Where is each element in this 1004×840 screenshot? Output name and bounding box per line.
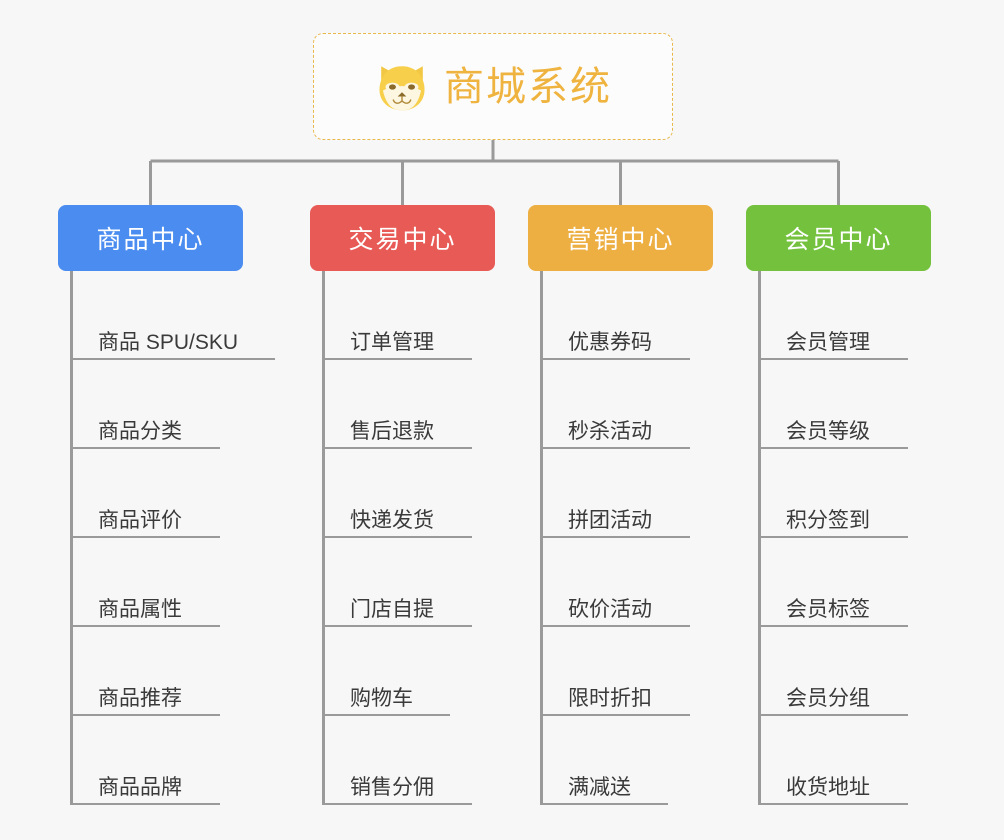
leaf-underline — [540, 803, 668, 805]
leaf-item-label: 拼团活动 — [568, 508, 652, 532]
leaf-underline — [322, 714, 450, 716]
leaf-underline — [322, 625, 472, 627]
leaf-item[interactable]: 售后退款 — [322, 360, 495, 449]
leaf-item-label: 商品品牌 — [98, 775, 182, 799]
leaf-underline — [70, 625, 220, 627]
leaf-underline — [540, 536, 690, 538]
leaf-item[interactable]: 购物车 — [322, 627, 495, 716]
leaf-item[interactable]: 会员标签 — [758, 538, 931, 627]
leaf-item[interactable]: 限时折扣 — [540, 627, 713, 716]
leaf-item-label: 积分签到 — [786, 508, 870, 532]
leaf-item[interactable]: 会员分组 — [758, 627, 931, 716]
leaf-item-label: 销售分佣 — [350, 775, 434, 799]
leaf-underline — [540, 714, 690, 716]
leaf-item-label: 会员标签 — [786, 597, 870, 621]
leaf-item-label: 秒杀活动 — [568, 419, 652, 443]
leaf-item[interactable]: 商品 SPU/SKU — [70, 271, 275, 360]
category-header-member-center[interactable]: 会员中心 — [746, 205, 931, 271]
leaf-item-label: 会员管理 — [786, 330, 870, 354]
leaf-list-trade-center: 订单管理售后退款快递发货门店自提购物车销售分佣 — [310, 271, 495, 805]
shiba-dog-emoji — [379, 65, 425, 110]
leaf-underline — [322, 803, 472, 805]
leaf-item-label: 会员等级 — [786, 419, 870, 443]
leaf-underline — [70, 536, 220, 538]
leaf-item[interactable]: 门店自提 — [322, 538, 495, 627]
leaf-item-label: 限时折扣 — [568, 686, 652, 710]
category-header-label: 商品中心 — [96, 226, 205, 254]
column-spine — [758, 271, 761, 805]
leaf-list-product-center: 商品 SPU/SKU 商品分类商品评价商品属性商品推荐商品品牌 — [58, 271, 275, 805]
leaf-list-marketing-center: 优惠券码秒杀活动拼团活动砍价活动限时折扣满减送 — [528, 271, 713, 805]
leaf-item[interactable]: 商品推荐 — [70, 627, 243, 716]
leaf-item-label: 会员分组 — [786, 686, 870, 710]
category-column-trade-center: 交易中心订单管理售后退款快递发货门店自提购物车销售分佣 — [310, 205, 495, 805]
category-header-label: 会员中心 — [784, 226, 893, 254]
category-column-marketing-center: 营销中心优惠券码秒杀活动拼团活动砍价活动限时折扣满减送 — [528, 205, 713, 805]
leaf-underline — [322, 358, 472, 360]
leaf-item[interactable]: 收货地址 — [758, 716, 931, 805]
leaf-underline — [70, 803, 220, 805]
leaf-item-label: 快递发货 — [350, 508, 434, 532]
leaf-item[interactable]: 积分签到 — [758, 449, 931, 538]
leaf-underline — [758, 358, 908, 360]
leaf-item[interactable]: 满减送 — [540, 716, 713, 805]
leaf-item-label: 商品分类 — [98, 419, 182, 443]
leaf-item[interactable]: 商品评价 — [70, 449, 243, 538]
leaf-item-label: 商品评价 — [98, 508, 182, 532]
category-header-label: 营销中心 — [566, 226, 675, 254]
category-column-product-center: 商品中心商品 SPU/SKU 商品分类商品评价商品属性商品推荐商品品牌 — [58, 205, 275, 805]
leaf-underline — [322, 447, 472, 449]
leaf-item-label: 收货地址 — [786, 775, 870, 799]
leaf-underline — [758, 714, 908, 716]
category-header-trade-center[interactable]: 交易中心 — [310, 205, 495, 271]
leaf-underline — [758, 803, 908, 805]
leaf-underline — [758, 447, 908, 449]
leaf-underline — [540, 447, 690, 449]
column-spine — [322, 271, 325, 805]
category-column-member-center: 会员中心会员管理会员等级积分签到会员标签会员分组收货地址 — [746, 205, 931, 805]
leaf-underline — [540, 358, 690, 360]
leaf-underline — [540, 625, 690, 627]
leaf-underline — [758, 536, 908, 538]
leaf-item[interactable]: 商品分类 — [70, 360, 243, 449]
root-node[interactable]: 商城系统 — [313, 33, 673, 140]
leaf-item[interactable]: 秒杀活动 — [540, 360, 713, 449]
leaf-item[interactable]: 快递发货 — [322, 449, 495, 538]
leaf-item[interactable]: 会员等级 — [758, 360, 931, 449]
leaf-item-label: 商品属性 — [98, 597, 182, 621]
leaf-list-member-center: 会员管理会员等级积分签到会员标签会员分组收货地址 — [746, 271, 931, 805]
leaf-item[interactable]: 会员管理 — [758, 271, 931, 360]
leaf-item[interactable]: 订单管理 — [322, 271, 495, 360]
category-header-marketing-center[interactable]: 营销中心 — [528, 205, 713, 271]
leaf-item-label: 商品 SPU/SKU — [98, 330, 239, 354]
leaf-underline — [322, 536, 472, 538]
leaf-underline — [70, 447, 220, 449]
leaf-item-label: 门店自提 — [350, 597, 434, 621]
leaf-item-label: 满减送 — [568, 775, 631, 799]
category-header-product-center[interactable]: 商品中心 — [58, 205, 243, 271]
root-title: 商城系统 — [444, 64, 612, 109]
leaf-item[interactable]: 商品品牌 — [70, 716, 243, 805]
leaf-item-label: 商品推荐 — [98, 686, 182, 710]
leaf-underline — [758, 625, 908, 627]
column-spine — [540, 271, 543, 805]
leaf-item[interactable]: 优惠券码 — [540, 271, 713, 360]
column-spine — [70, 271, 73, 805]
leaf-item[interactable]: 商品属性 — [70, 538, 243, 627]
leaf-item[interactable]: 销售分佣 — [322, 716, 495, 805]
leaf-item-label: 订单管理 — [350, 330, 434, 354]
leaf-item[interactable]: 拼团活动 — [540, 449, 713, 538]
leaf-item-label: 砍价活动 — [568, 597, 652, 621]
leaf-item[interactable]: 砍价活动 — [540, 538, 713, 627]
category-header-label: 交易中心 — [348, 226, 457, 254]
leaf-underline — [70, 358, 275, 360]
leaf-item-label: 售后退款 — [350, 419, 434, 443]
leaf-underline — [70, 714, 220, 716]
leaf-item-label: 购物车 — [350, 686, 413, 710]
leaf-item-label: 优惠券码 — [568, 330, 652, 354]
